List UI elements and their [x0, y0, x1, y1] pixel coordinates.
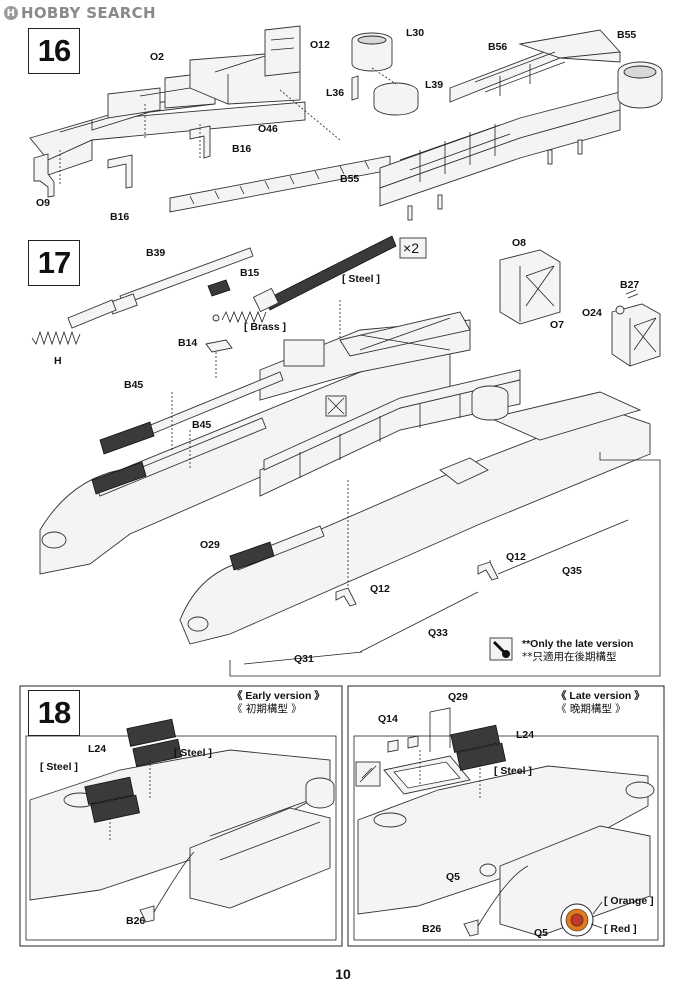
late-callout-q14: Q14 — [378, 713, 398, 725]
page-number: 10 — [335, 966, 351, 982]
callout-o24: O24 — [582, 307, 602, 319]
late-version-note: **Only the late version **只適用在後期構型 — [522, 638, 633, 664]
late-version-title: 《 Late version 》 《 晚期構型 》 — [556, 690, 645, 716]
step-number-17: 17 — [28, 240, 80, 286]
early-version-title-en: 《 Early version 》 — [232, 690, 325, 702]
step-number-18: 18 — [28, 690, 80, 736]
callout-q33: Q33 — [428, 627, 448, 639]
callout-l39: L39 — [425, 79, 444, 91]
callout-o8: O8 — [512, 237, 527, 249]
callout-b39: B39 — [146, 247, 166, 259]
callout-o7: O7 — [550, 319, 565, 331]
step16-drawing — [29, 25, 663, 221]
late-version-title-en: 《 Late version 》 — [556, 690, 645, 702]
paint-brush-icon — [489, 637, 513, 661]
late-callout-q5-b: Q5 — [534, 927, 549, 939]
step17-drawing — [31, 235, 661, 677]
callout-b55-top: B55 — [617, 29, 637, 41]
label-brass: [ Brass ] — [244, 321, 287, 333]
brand-logo-icon: H — [4, 6, 18, 20]
callout-o46: O46 — [258, 123, 278, 135]
spring-h — [31, 330, 81, 346]
late-callout-q5-a: Q5 — [446, 871, 461, 883]
callout-b45-b: B45 — [192, 419, 212, 431]
callout-b27: B27 — [620, 279, 640, 291]
early-label-steel-b: [ Steel ] — [40, 761, 78, 773]
quantity-value: 2 — [411, 240, 419, 256]
callout-q35: Q35 — [562, 565, 582, 577]
callout-b55-low: B55 — [340, 173, 360, 185]
callout-h: H — [54, 355, 62, 367]
early-callout-l24: L24 — [88, 743, 107, 755]
late-label-steel: [ Steel ] — [494, 765, 532, 777]
callout-o29: O29 — [200, 539, 220, 551]
label-steel: [ Steel ] — [342, 273, 380, 285]
quantity-multiplier: ×2 — [403, 240, 419, 256]
callout-b56: B56 — [488, 41, 508, 53]
late-callout-l24: L24 — [516, 729, 535, 741]
late-version-note-zh: **只適用在後期構型 — [522, 651, 617, 663]
callout-q31: Q31 — [294, 653, 314, 665]
early-version-title: 《 Early version 》 《 初期構型 》 — [232, 690, 325, 716]
paint-label-red: [ Red ] — [604, 923, 637, 935]
callout-b14: B14 — [178, 337, 198, 349]
step18-drawing — [19, 685, 665, 947]
callout-o12: O12 — [310, 39, 330, 51]
early-label-steel-a: [ Steel ] — [174, 747, 212, 759]
watermark: H HOBBY SEARCH — [4, 4, 156, 22]
callout-o9: O9 — [36, 197, 51, 209]
late-callout-q29: Q29 — [448, 691, 468, 703]
late-callout-b26: B26 — [422, 923, 442, 935]
callout-b16-a: B16 — [232, 143, 252, 155]
callout-q12-b: Q12 — [370, 583, 390, 595]
callout-l36: L36 — [326, 87, 345, 99]
late-version-title-zh: 《 晚期構型 》 — [556, 703, 626, 715]
early-version-title-zh: 《 初期構型 》 — [232, 703, 302, 715]
early-callout-b26: B26 — [126, 915, 146, 927]
callout-l30: L30 — [406, 27, 425, 39]
callout-o2: O2 — [150, 51, 165, 63]
watermark-text: HOBBY SEARCH — [21, 4, 156, 22]
callout-b16-b: B16 — [110, 211, 130, 223]
callout-b45-a: B45 — [124, 379, 144, 391]
late-version-note-en: **Only the late version — [522, 638, 634, 650]
paint-label-orange: [ Orange ] — [604, 895, 654, 907]
callout-q12-a: Q12 — [506, 551, 526, 563]
callout-b15: B15 — [240, 267, 260, 279]
step-number-16: 16 — [28, 28, 80, 74]
q5-paint-callout — [560, 901, 603, 937]
